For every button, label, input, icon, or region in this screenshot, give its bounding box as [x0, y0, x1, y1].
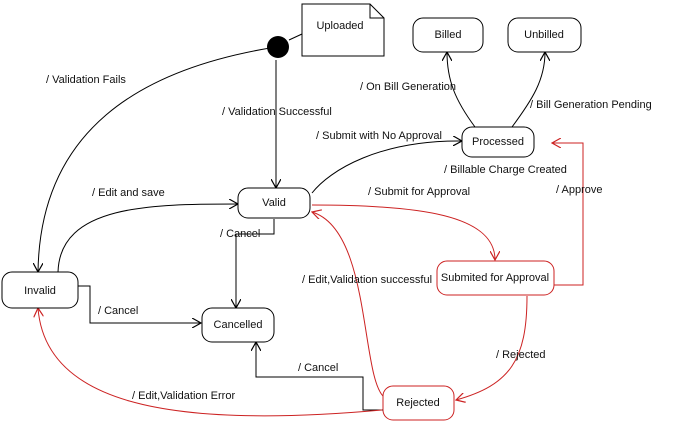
- edge-valid-to-cancelled: [236, 219, 275, 308]
- state-rejected-label: Rejected: [396, 397, 439, 409]
- state-unbilled-label: Unbilled: [524, 29, 564, 41]
- state-billed-label: Billed: [435, 29, 462, 41]
- label-validation-fails: / Validation Fails: [46, 74, 126, 86]
- state-processed: Processed: [461, 126, 535, 158]
- initial-state-dot: [267, 36, 289, 58]
- edge-processed-to-billed: [447, 52, 476, 128]
- label-validation-successful: / Validation Successful: [222, 106, 332, 118]
- state-unbilled: Unbilled: [507, 17, 582, 53]
- edge-valid-to-processed: [311, 141, 462, 194]
- edges-normal: [38, 47, 545, 411]
- note-uploaded-label: Uploaded: [316, 20, 363, 32]
- label-edit-validation-error: / Edit,Validation Error: [132, 390, 235, 402]
- state-cancelled-label: Cancelled: [214, 319, 263, 331]
- edge-invalid-to-valid: [57, 204, 238, 273]
- label-cancel-invalid: / Cancel: [98, 305, 138, 317]
- state-invalid-label: Invalid: [24, 285, 56, 297]
- edge-rejected-to-invalid: [38, 308, 383, 417]
- state-valid-label: Valid: [262, 197, 286, 209]
- label-bill-generation-pending: / Bill Generation Pending: [530, 99, 652, 111]
- label-cancel-rejected: / Cancel: [298, 362, 338, 374]
- edge-valid-to-submitted: [311, 204, 495, 260]
- note-connector: [288, 33, 303, 41]
- state-processed-label: Processed: [472, 136, 524, 148]
- edge-invalid-to-cancelled: [78, 285, 201, 323]
- label-rejected: / Rejected: [496, 349, 546, 361]
- state-billed: Billed: [412, 17, 484, 53]
- edges-highlight: [38, 143, 584, 417]
- edge-processed-to-unbilled: [511, 52, 545, 128]
- edge-rejected-to-cancelled: [256, 342, 383, 411]
- label-edit-validation-successful: / Edit,Validation successful: [302, 274, 432, 286]
- state-submitted-for-approval: Submited for Approval: [436, 260, 555, 296]
- label-approve: / Approve: [556, 184, 602, 196]
- state-invalid: Invalid: [1, 271, 79, 309]
- label-edit-and-save: / Edit and save: [92, 187, 165, 199]
- state-cancelled: Cancelled: [201, 307, 275, 343]
- state-rejected: Rejected: [382, 385, 455, 421]
- label-submit-no-approval: / Submit with No Approval: [316, 130, 442, 142]
- edge-start-to-invalid: [38, 47, 271, 272]
- label-cancel-valid: / Cancel: [220, 228, 260, 240]
- edge-rejected-to-valid: [312, 212, 386, 399]
- state-submitted-label: Submited for Approval: [441, 272, 549, 284]
- state-valid: Valid: [237, 187, 311, 219]
- edge-submitted-to-rejected: [456, 295, 528, 400]
- note-uploaded: Uploaded: [301, 3, 385, 57]
- label-on-bill-generation: / On Bill Generation: [360, 81, 456, 93]
- edge-submitted-to-processed: [552, 143, 584, 286]
- label-billable-charge-created: / Billable Charge Created: [444, 164, 567, 176]
- label-submit-for-approval: / Submit for Approval: [368, 186, 470, 198]
